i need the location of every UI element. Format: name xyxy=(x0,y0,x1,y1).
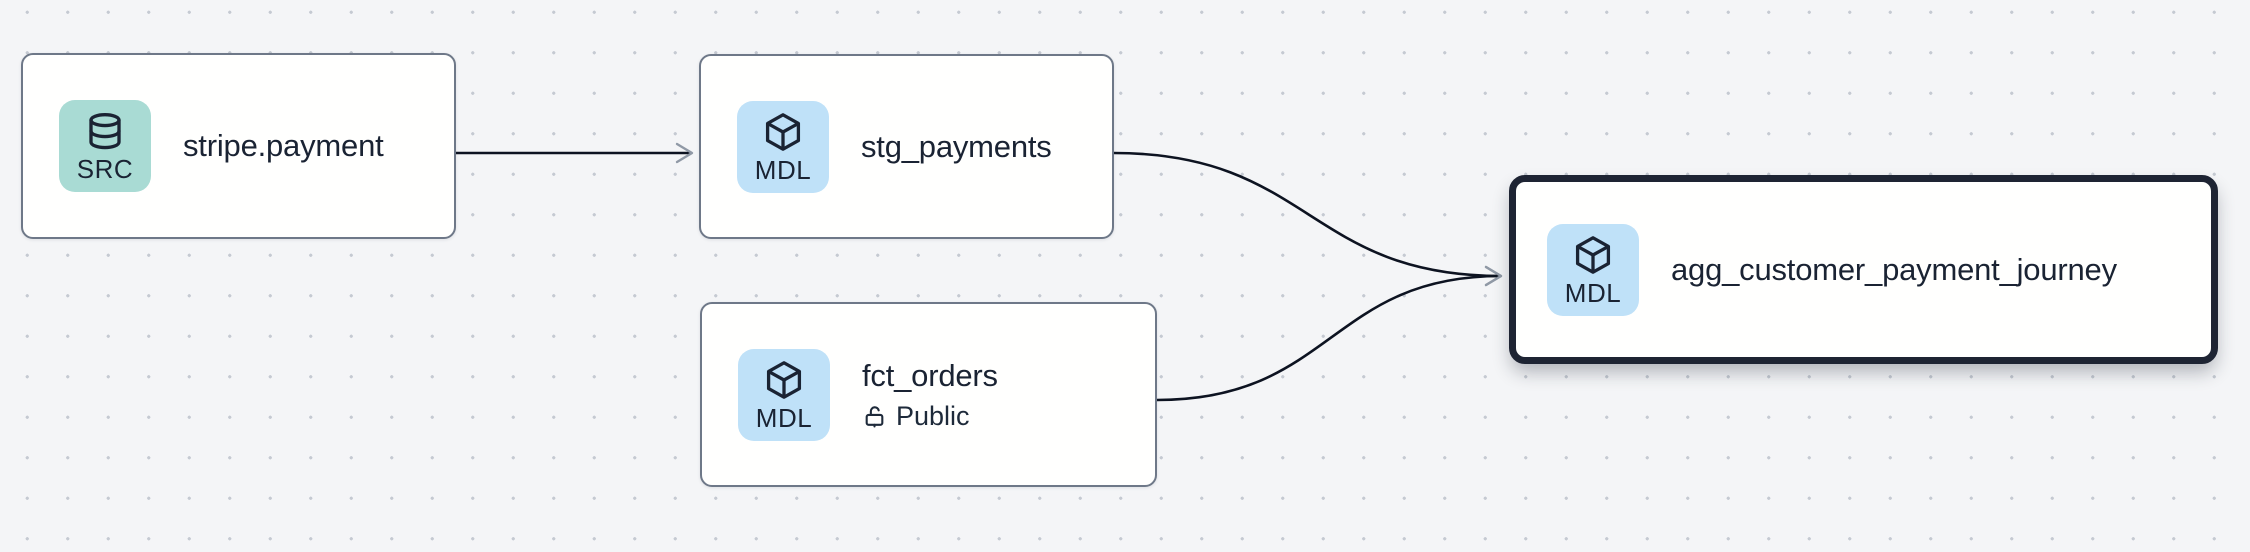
lock-open-icon xyxy=(865,405,884,428)
node-agg-customer-payment-journey[interactable]: MDL agg_customer_payment_journey xyxy=(1509,175,2218,364)
model-badge: MDL xyxy=(1547,223,1639,316)
cube-icon xyxy=(1575,236,1611,274)
node-label: agg_customer_payment_journey xyxy=(1671,251,2117,287)
badge-label: SRC xyxy=(76,153,134,184)
badge-label: MDL xyxy=(755,403,813,433)
access-label: Public xyxy=(896,400,970,431)
edge-fct-orders-to-agg-customer-payment-journey xyxy=(1156,265,1503,402)
edge-stg-payments-to-agg-customer-payment-journey xyxy=(1113,151,1503,287)
node-stg-payments[interactable]: MDL stg_payments xyxy=(699,54,1114,239)
access-tag: Public xyxy=(862,401,998,432)
node-label: fct_orders xyxy=(862,357,998,393)
model-badge: MDL xyxy=(737,100,829,193)
source-badge: SRC xyxy=(59,100,151,192)
node-label: stg_payments xyxy=(861,128,1052,164)
cube-icon xyxy=(765,113,801,151)
badge-label: MDL xyxy=(1564,278,1622,308)
model-badge: MDL xyxy=(738,348,830,441)
node-fct-orders[interactable]: MDL fct_orders Public xyxy=(700,302,1157,487)
badge-label: MDL xyxy=(754,155,812,185)
node-stripe-payment[interactable]: SRC stripe.payment xyxy=(21,53,456,239)
cube-icon xyxy=(766,361,802,399)
database-icon xyxy=(89,112,121,149)
node-label: stripe.payment xyxy=(183,128,384,163)
